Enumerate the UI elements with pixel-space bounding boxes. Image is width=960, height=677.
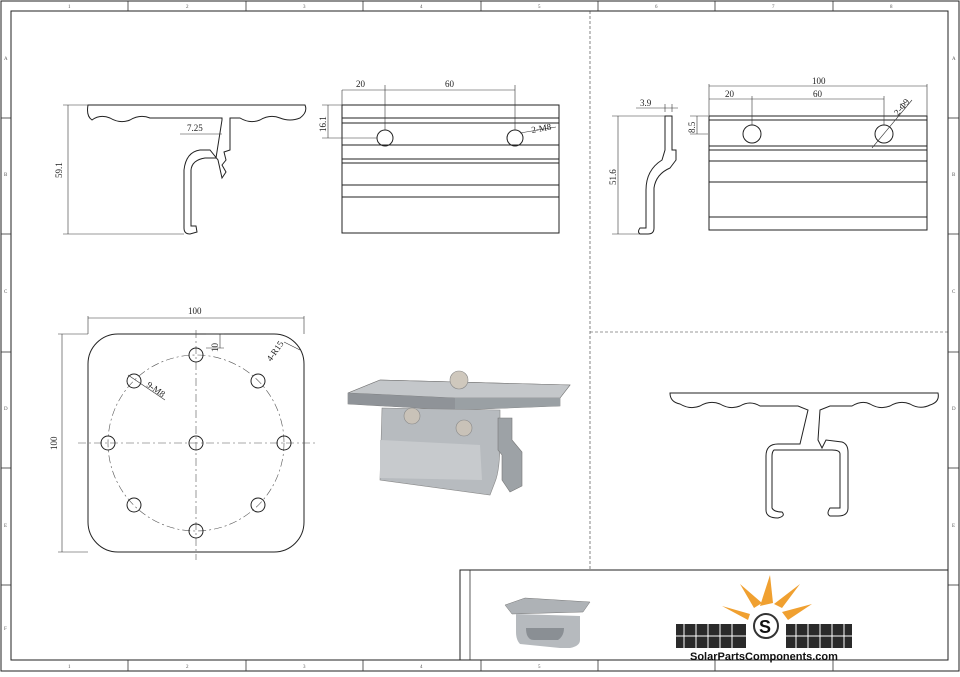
svg-text:1: 1 xyxy=(68,5,71,10)
svg-text:5: 5 xyxy=(538,5,541,10)
svg-text:2: 2 xyxy=(186,5,189,10)
plate-view: 100 100 10 4-R15 9-M8 xyxy=(49,306,318,560)
holes-2-m8: 2-M8 xyxy=(531,122,553,135)
profile-view-top-left: 59.1 7.25 xyxy=(54,104,307,235)
dim-51-6: 51.6 xyxy=(608,169,618,185)
svg-text:6: 6 xyxy=(655,5,658,10)
logo-website: SolarPartsComponents.com xyxy=(690,651,838,663)
side-view-top-right: 100 20 60 2-Φ9 xyxy=(708,76,928,231)
svg-text:B: B xyxy=(4,173,8,178)
dim-100: 100 xyxy=(812,76,826,86)
svg-text:B: B xyxy=(952,173,956,178)
spc-logo: S SolarPartsComponents.com xyxy=(676,575,852,663)
dim-20-right: 20 xyxy=(725,89,735,99)
svg-text:D: D xyxy=(952,407,956,412)
svg-text:4: 4 xyxy=(420,665,423,670)
dim-7-25: 7.25 xyxy=(187,123,203,133)
title-block: S SolarPartsComponents.com xyxy=(459,569,949,663)
sun-icon xyxy=(722,575,812,639)
profile-view-bottom-right xyxy=(669,392,939,519)
svg-text:A: A xyxy=(4,57,8,62)
dim-20: 20 xyxy=(356,79,366,89)
svg-text:2: 2 xyxy=(186,665,189,670)
logo-letter-blocks xyxy=(676,624,852,648)
zone-labels: 1 2 3 4 5 6 7 8 1 2 3 4 5 A B C D E F A … xyxy=(4,5,956,670)
logo-center-letter: S xyxy=(759,617,771,637)
svg-text:D: D xyxy=(4,407,8,412)
svg-text:A: A xyxy=(952,57,956,62)
dim-16-1: 16.1 xyxy=(318,116,328,132)
svg-text:3: 3 xyxy=(303,5,306,10)
profile-view-top-right: 3.9 51.6 8.5 xyxy=(608,98,708,235)
svg-text:3: 3 xyxy=(303,665,306,670)
svg-text:E: E xyxy=(952,524,955,529)
dim-10: 10 xyxy=(210,343,220,353)
svg-text:E: E xyxy=(4,524,7,529)
clamp-3d-render xyxy=(347,370,571,496)
svg-text:5: 5 xyxy=(538,665,541,670)
svg-text:4: 4 xyxy=(420,5,423,10)
dim-4-r15: 4-R15 xyxy=(264,339,285,364)
svg-text:C: C xyxy=(4,290,8,295)
dim-8-5: 8.5 xyxy=(687,121,697,133)
holes-9-m8: 9-M8 xyxy=(145,379,168,399)
svg-text:8: 8 xyxy=(890,5,893,10)
svg-text:7: 7 xyxy=(772,5,775,10)
dim-3-9: 3.9 xyxy=(640,98,652,108)
side-view-top-middle: 20 60 16.1 2-M8 xyxy=(318,79,560,234)
holes-2-phi9: 2-Φ9 xyxy=(892,96,912,117)
dim-60-right: 60 xyxy=(813,89,823,99)
dim-60: 60 xyxy=(445,79,455,89)
plate-holes xyxy=(100,347,292,539)
dim-plate-height: 100 xyxy=(49,436,59,450)
svg-text:C: C xyxy=(952,290,956,295)
dim-plate-width: 100 xyxy=(188,306,202,316)
thumbnail-part-image xyxy=(504,597,591,648)
dim-59-1: 59.1 xyxy=(54,162,64,178)
svg-text:F: F xyxy=(4,627,7,632)
svg-text:1: 1 xyxy=(68,665,71,670)
